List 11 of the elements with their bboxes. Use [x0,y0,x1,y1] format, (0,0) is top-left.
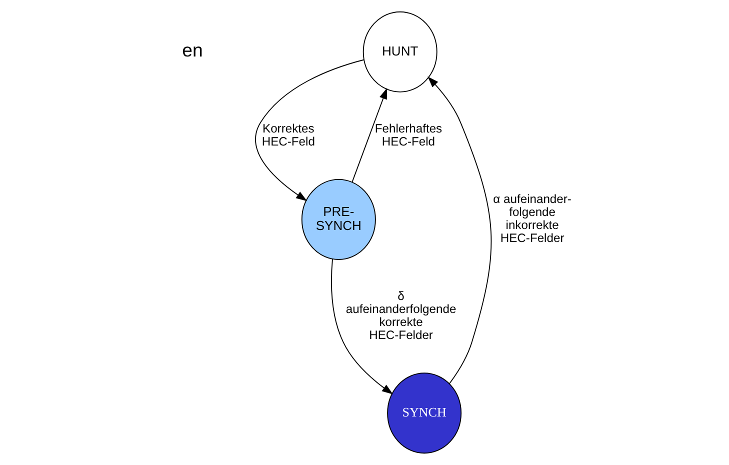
node-circle: SYNCH [387,372,462,454]
arrow [352,88,388,182]
arrow [428,76,492,384]
label: en [182,40,203,61]
arrow [331,258,394,394]
edge-label: α aufeinander- folgende inkorrekte HEC-Felder [493,192,572,246]
edge-label: Fehlerhaftes HEC-Feld [374,121,442,148]
arrow [255,59,364,202]
edge-label: Korrektes HEC-Feld [262,121,315,148]
node-circle: PRE- SYNCH [301,178,376,260]
edge-label: δ aufeinanderfolgende korrekte HEC-Felder [346,288,456,342]
